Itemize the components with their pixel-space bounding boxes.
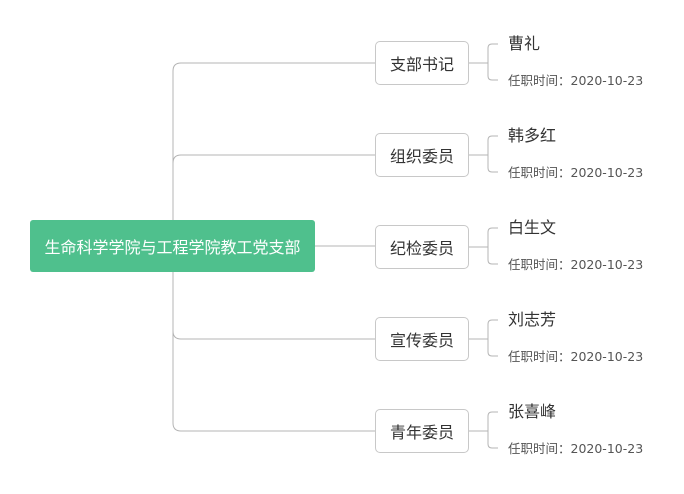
person-name: 白生文 [508,218,557,237]
leaf-bracket [487,227,498,265]
person-name: 曹礼 [508,34,541,53]
role-node-organization[interactable]: 组织委员 [375,133,469,177]
leaf-bracket [487,411,498,449]
role-label: 青年委员 [389,423,454,442]
branch-link [172,154,375,164]
leaf-bracket [487,319,498,357]
branch-link [172,330,375,340]
leaf-bracket [487,43,498,81]
role-node-publicity[interactable]: 宣传委员 [375,317,469,361]
person-name: 刘志芳 [508,310,557,329]
role-node-secretary[interactable]: 支部书记 [375,41,469,85]
tenure-text: 任职时间：2020-10-23 [508,165,644,180]
tenure-text: 任职时间：2020-10-23 [508,349,644,364]
person-name: 韩多红 [508,126,557,145]
role-label: 宣传委员 [389,331,454,350]
trunk-link [172,246,375,432]
role-node-discipline[interactable]: 纪检委员 [375,225,469,269]
tenure-text: 任职时间：2020-10-23 [508,257,644,272]
role-label: 支部书记 [389,55,454,74]
root-label: 生命科学学院与工程学院教工党支部 [44,238,301,257]
root-node[interactable]: 生命科学学院与工程学院教工党支部 [30,220,315,272]
role-label: 纪检委员 [389,239,454,258]
person-name: 张喜峰 [508,402,557,421]
tenure-text: 任职时间：2020-10-23 [508,73,644,88]
trunk-link [172,62,375,246]
role-label: 组织委员 [389,147,454,166]
role-node-youth[interactable]: 青年委员 [375,409,469,453]
leaf-bracket [487,135,498,173]
tenure-text: 任职时间：2020-10-23 [508,441,644,456]
